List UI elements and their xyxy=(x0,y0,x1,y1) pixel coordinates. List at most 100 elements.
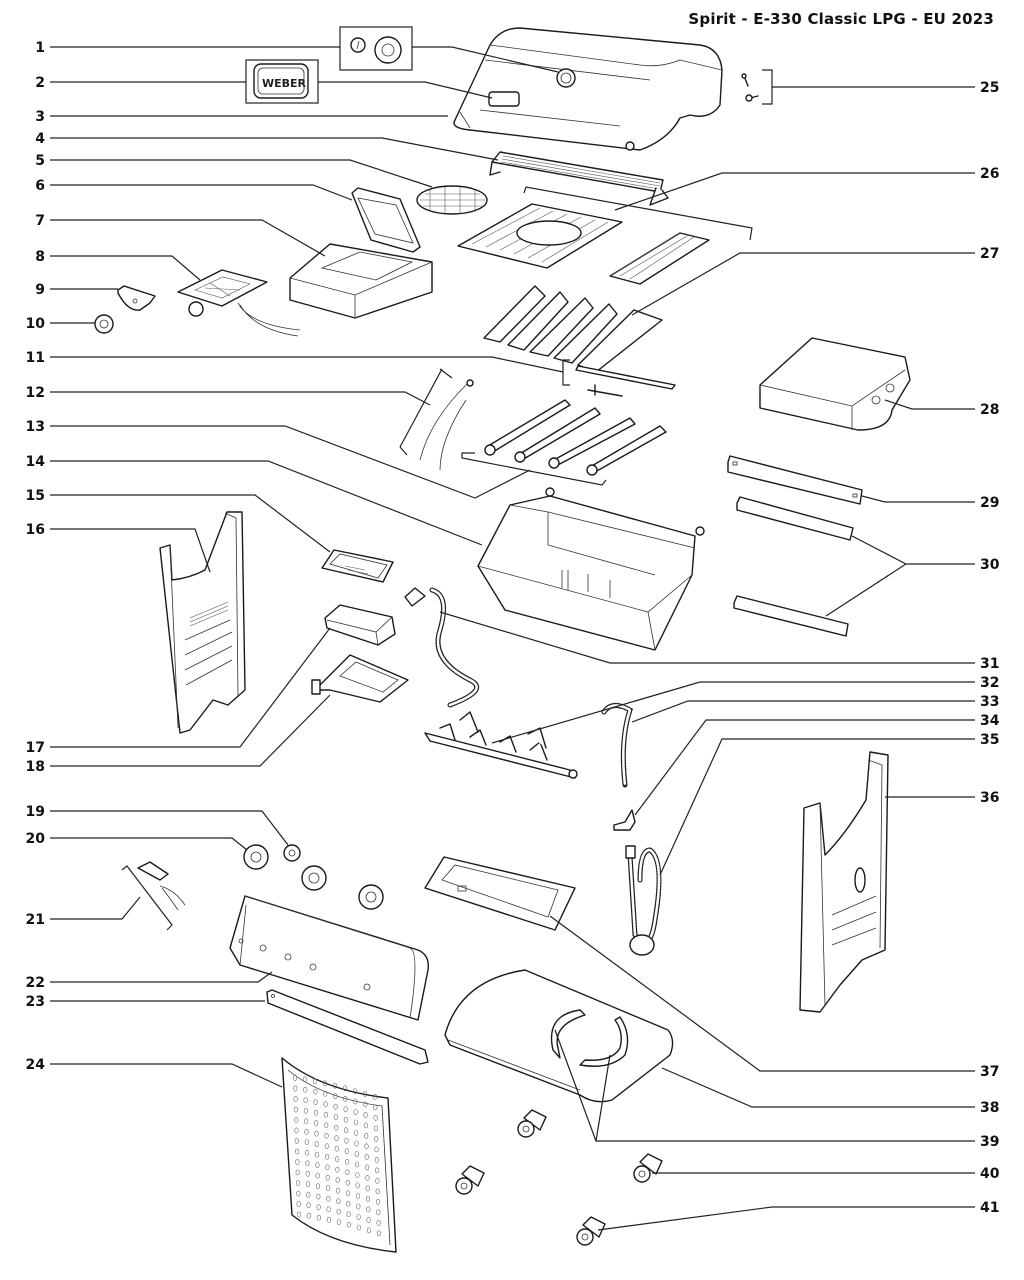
perforation-hole xyxy=(324,1143,329,1150)
part-side-burner[interactable] xyxy=(177,269,301,337)
part-caster-41[interactable] xyxy=(576,1216,606,1246)
part-caster-40[interactable] xyxy=(633,1153,663,1183)
part-igniter-module[interactable] xyxy=(121,861,186,931)
perforation-hole xyxy=(323,1111,329,1118)
perforation-hole xyxy=(315,1172,320,1179)
part-logo-badge-inset[interactable]: WEBER xyxy=(245,59,319,104)
part-side-burner-lid[interactable] xyxy=(351,187,421,253)
perforation-hole xyxy=(303,1086,308,1093)
perforation-hole xyxy=(345,1190,351,1197)
part-gas-hose[interactable] xyxy=(601,703,634,788)
perforation-hole xyxy=(355,1182,360,1189)
part-bottom-shelf[interactable] xyxy=(444,969,674,1103)
part-hose-bracket[interactable] xyxy=(613,809,636,831)
perforation-hole xyxy=(326,1216,332,1223)
perforation-hole xyxy=(344,1137,349,1144)
part-lid[interactable] xyxy=(453,27,723,151)
part-burner-tubes[interactable] xyxy=(461,399,667,486)
perforation-hole xyxy=(365,1195,371,1202)
perforation-hole xyxy=(366,1206,371,1213)
part-side-burner-hose[interactable] xyxy=(404,587,480,708)
part-control-knobs[interactable] xyxy=(243,844,384,910)
part-caster-a[interactable] xyxy=(517,1109,547,1138)
part-regulator-hose[interactable] xyxy=(625,845,662,956)
part-hinge-pins[interactable] xyxy=(741,69,773,105)
part-thermometer-inset[interactable] xyxy=(339,26,413,71)
perforation-hole xyxy=(302,1076,308,1083)
perforation-hole xyxy=(292,1075,298,1081)
part-control-panel[interactable] xyxy=(229,895,429,1021)
perforation-hole xyxy=(306,1212,312,1219)
part-side-knob[interactable] xyxy=(94,314,114,334)
part-catch-pan[interactable] xyxy=(321,549,394,583)
part-cookbox[interactable] xyxy=(477,487,705,651)
part-gourmet-grate[interactable] xyxy=(416,185,488,215)
perforation-hole xyxy=(295,1180,301,1186)
perforation-hole xyxy=(326,1195,331,1202)
part-bracket-small[interactable] xyxy=(117,285,156,311)
perforation-hole xyxy=(364,1132,369,1139)
perforation-hole xyxy=(324,1122,329,1129)
perforation-hole xyxy=(363,1111,368,1118)
perforation-hole xyxy=(325,1153,330,1160)
perforation-hole xyxy=(373,1114,378,1121)
part-tank-retainer[interactable] xyxy=(550,1009,629,1067)
perforation-hole xyxy=(366,1216,371,1223)
perforation-hole xyxy=(304,1128,309,1135)
part-small-knob[interactable] xyxy=(283,844,301,862)
perforation-hole xyxy=(316,1193,321,1200)
perforation-hole xyxy=(312,1078,318,1085)
perforation-hole xyxy=(313,1099,318,1106)
callout-7: 7 xyxy=(35,213,45,229)
perforation-hole xyxy=(303,1107,309,1114)
part-cross-brace[interactable] xyxy=(727,455,863,505)
part-front-bracket[interactable] xyxy=(266,989,429,1065)
part-left-frame[interactable] xyxy=(159,511,246,734)
callout-25: 25 xyxy=(980,80,999,96)
part-igniter-wires[interactable] xyxy=(399,368,474,471)
perforation-hole xyxy=(346,1221,352,1228)
part-side-burner-housing[interactable] xyxy=(289,243,433,319)
perforation-hole xyxy=(305,1181,311,1188)
callout-29: 29 xyxy=(980,495,999,511)
perforation-hole xyxy=(343,1095,348,1102)
perforation-hole xyxy=(342,1085,348,1092)
perforation-hole xyxy=(365,1185,370,1192)
callout-40: 40 xyxy=(980,1166,1000,1182)
part-manifold[interactable] xyxy=(424,711,578,779)
part-side-rails[interactable] xyxy=(733,496,854,637)
part-cooking-grates[interactable] xyxy=(457,186,753,285)
perforation-hole xyxy=(375,1188,380,1195)
part-crossover-tube[interactable] xyxy=(562,359,676,397)
part-caster-b[interactable] xyxy=(455,1165,485,1195)
perforation-hole xyxy=(325,1164,330,1171)
perforation-hole xyxy=(374,1135,379,1142)
part-grease-tray-holder[interactable] xyxy=(424,856,576,931)
part-side-table[interactable] xyxy=(759,337,911,431)
perforation-hole xyxy=(294,1117,299,1123)
perforation-hole xyxy=(336,1219,342,1226)
part-grease-tray[interactable] xyxy=(324,604,396,646)
part-flavorizer-bars[interactable] xyxy=(483,285,663,373)
perforation-hole xyxy=(353,1119,359,1126)
perforation-hole xyxy=(346,1200,351,1207)
part-front-door[interactable] xyxy=(281,1057,397,1253)
part-right-frame[interactable] xyxy=(799,751,889,1013)
part-tray-holder[interactable] xyxy=(311,654,409,703)
perforation-hole xyxy=(316,1214,322,1221)
perforation-hole xyxy=(295,1169,300,1176)
perforation-hole xyxy=(314,1120,319,1127)
perforation-hole xyxy=(344,1127,349,1134)
perforation-hole xyxy=(315,1162,320,1169)
perforation-hole xyxy=(293,1096,298,1102)
perforation-hole xyxy=(354,1140,359,1147)
perforation-hole xyxy=(362,1090,368,1097)
perforation-hole xyxy=(345,1169,350,1176)
perforation-hole xyxy=(333,1103,338,1110)
perforation-hole xyxy=(313,1088,318,1095)
perforation-hole xyxy=(355,1193,361,1199)
callout-12: 12 xyxy=(26,385,45,401)
callout-20: 20 xyxy=(26,831,46,847)
perforation-hole xyxy=(323,1101,328,1108)
